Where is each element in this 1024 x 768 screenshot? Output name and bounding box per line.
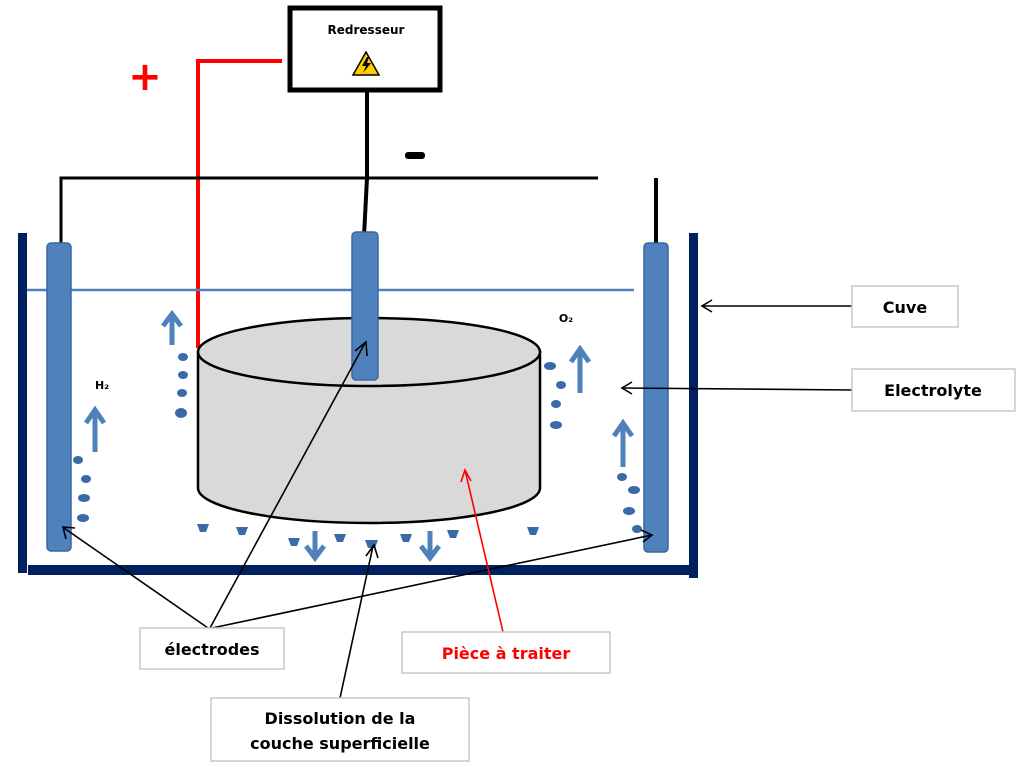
svg-text:Pièce à traiter: Pièce à traiter	[442, 644, 571, 663]
negative-wire-bus	[59, 176, 598, 246]
dissolution-arrows	[304, 531, 441, 563]
high-voltage-warning-icon	[351, 50, 381, 76]
arrow-down-icon	[419, 531, 441, 563]
rising-bubbles-arrows	[83, 309, 635, 467]
electrode-center	[351, 231, 379, 381]
svg-text:couche superficielle: couche superficielle	[250, 734, 430, 753]
arrow-up-icon	[611, 418, 635, 467]
gas-bubbles	[73, 353, 642, 533]
svg-text:Dissolution de la: Dissolution de la	[265, 709, 416, 728]
arrow-up-icon	[568, 344, 592, 393]
label-electrodes: électrodes	[139, 627, 285, 670]
svg-text:Cuve: Cuve	[883, 298, 928, 317]
label-electrolyte: Electrolyte	[851, 368, 1016, 412]
piece-pointer	[460, 468, 504, 633]
label-piece: Pièce à traiter	[401, 631, 611, 674]
svg-text:électrodes: électrodes	[164, 640, 259, 659]
arrow-up-icon	[83, 405, 107, 452]
arrow-down-icon	[304, 531, 326, 563]
arrow-up-icon	[161, 309, 183, 345]
dissolved-particles	[197, 524, 539, 548]
o2-label: O₂	[559, 312, 573, 325]
positive-sign: +	[128, 54, 162, 100]
rectifier: Redresseur	[287, 5, 443, 93]
label-dissolution: Dissolution de la couche superficielle	[210, 697, 470, 762]
electrode-right	[643, 242, 669, 553]
h2-label: H₂	[95, 379, 109, 392]
callout-pointers	[61, 299, 853, 699]
label-cuve: Cuve	[851, 285, 959, 328]
negative-wire-center	[362, 177, 369, 237]
tank	[18, 233, 698, 578]
negative-sign	[405, 152, 425, 159]
rectifier-label: Redresseur	[328, 23, 405, 37]
svg-text:Electrolyte: Electrolyte	[884, 381, 982, 400]
positive-wire	[196, 59, 282, 348]
rectifier-box	[287, 5, 443, 93]
electrode-left	[46, 242, 72, 552]
